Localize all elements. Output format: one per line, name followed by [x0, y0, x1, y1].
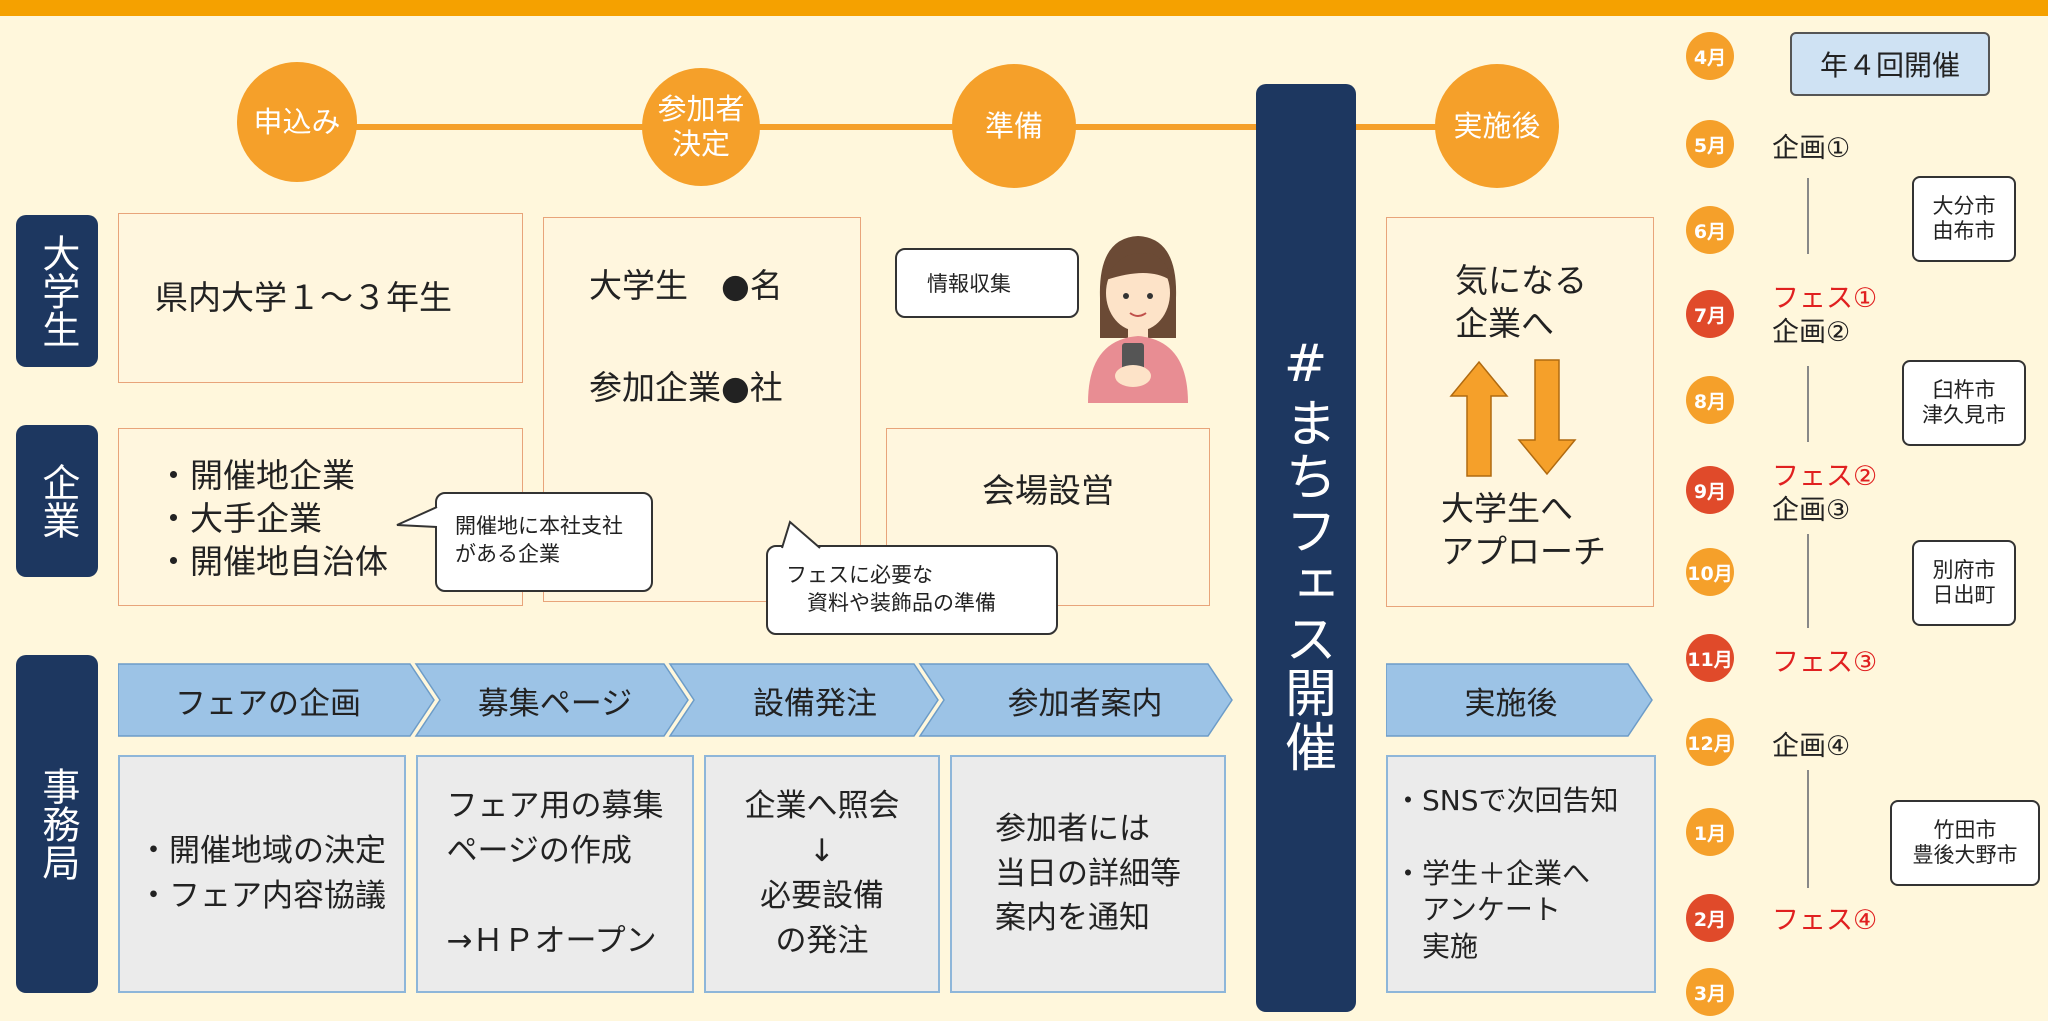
month-may: 5月 — [1686, 120, 1734, 168]
schedule-sep-plan: 企画③ — [1772, 495, 1851, 526]
phase-connector-line — [290, 124, 1520, 130]
month-jul: 7月 — [1686, 290, 1734, 338]
bubble-tail — [396, 506, 438, 528]
month-oct: 10月 — [1686, 548, 1734, 596]
schedule-arrow-4 — [1807, 770, 1809, 888]
schedule-arrow-2 — [1807, 366, 1809, 442]
city-bubble-3: 別府市 日出町 — [1912, 540, 2016, 626]
companies-hq-bubble: 開催地に本社支社 がある企業 — [435, 492, 653, 592]
month-jun: 6月 — [1686, 206, 1734, 254]
after-top-text: 気になる 企業へ — [1455, 261, 1587, 343]
after-bottom-text: 大学生へ アプローチ — [1441, 489, 1606, 571]
bubble-tail — [781, 520, 821, 549]
phase-apply-circle: 申込み — [237, 62, 357, 182]
office-process-arrows — [118, 663, 1233, 737]
student-with-phone-icon — [1088, 236, 1188, 403]
schedule-badge: 年４回開催 — [1790, 32, 1990, 96]
companies-apply-text: ・開催地企業 ・大手企業 ・開催地自治体 — [157, 456, 388, 581]
after-office-text: ・SNSで次回告知 ・学生＋企業へ アンケート 実施 — [1394, 784, 1619, 963]
city-bubble-2: 臼杵市 津久見市 — [1902, 360, 2026, 446]
month-jan: 1月 — [1686, 808, 1734, 856]
month-aug: 8月 — [1686, 376, 1734, 424]
month-nov: 11月 — [1686, 634, 1734, 682]
after-approach-box: 気になる 企業へ 大学生へ アプローチ — [1386, 217, 1654, 607]
phase-after-circle: 実施後 — [1435, 64, 1559, 188]
decide-text: 大学生 ●名 参加企業●社 — [589, 266, 783, 408]
process-step-recruit-page: 募集ページ — [477, 686, 633, 722]
up-down-arrows-icon — [1449, 359, 1577, 477]
after-process-arrow — [1386, 663, 1653, 737]
city-bubble-4: 竹田市 豊後大野市 — [1890, 800, 2040, 886]
month-apr: 4月 — [1686, 32, 1734, 80]
office-box-recruit-page-text: フェア用の募集 ページの作成 →ＨＰオープン — [446, 788, 664, 959]
month-feb: 2月 — [1686, 894, 1734, 942]
row-label-office: 事務局 — [16, 655, 98, 993]
schedule-feb-festival: フェス④ — [1772, 905, 1878, 936]
schedule-dec-plan: 企画④ — [1772, 731, 1851, 762]
festival-pillar-text: #まちフェス開催 — [1275, 334, 1336, 774]
top-accent-bar — [0, 0, 2048, 16]
schedule-sep-festival: フェス② — [1772, 461, 1878, 492]
schedule-arrow-1 — [1807, 178, 1809, 254]
schedule-arrow-3 — [1807, 534, 1809, 628]
companies-prepare-bubble: フェスに必要な 資料や装飾品の準備 — [766, 545, 1058, 635]
office-box-equipment: 企業へ照会 ↓ 必要設備 の発注 — [704, 755, 940, 993]
office-box-planning: ・開催地域の決定 ・フェア内容協議 — [118, 755, 406, 993]
process-step-equipment: 設備発注 — [753, 686, 877, 722]
festival-pillar: #まちフェス開催 — [1256, 84, 1356, 1012]
process-step-planning: フェアの企画 — [175, 686, 361, 722]
after-office-box: ・SNSで次回告知 ・学生＋企業へ アンケート 実施 — [1386, 755, 1656, 993]
month-mar: 3月 — [1686, 968, 1734, 1016]
row-label-companies: 企業 — [16, 425, 98, 577]
students-apply-text: 県内大学１～３年生 — [155, 278, 452, 318]
office-box-guidance: 参加者には 当日の詳細等 案内を通知 — [950, 755, 1226, 993]
phase-prepare-circle: 準備 — [952, 64, 1076, 188]
after-process-label: 実施後 — [1464, 686, 1558, 722]
schedule-jul-plan: 企画② — [1772, 317, 1851, 348]
month-sep: 9月 — [1686, 466, 1734, 514]
info-collect-bubble: 情報収集 — [895, 248, 1079, 318]
schedule-may-plan: 企画① — [1772, 133, 1851, 164]
phase-decide-circle: 参加者 決定 — [642, 68, 760, 186]
schedule-nov-festival: フェス③ — [1772, 647, 1878, 678]
office-box-guidance-text: 参加者には 当日の詳細等 案内を通知 — [995, 810, 1181, 937]
office-box-recruit-page: フェア用の募集 ページの作成 →ＨＰオープン — [416, 755, 694, 993]
office-box-planning-text: ・開催地域の決定 ・フェア内容協議 — [138, 833, 386, 914]
row-label-students: 大学生 — [16, 215, 98, 367]
office-box-equipment-text: 企業へ照会 ↓ 必要設備 の発注 — [744, 788, 900, 959]
city-bubble-1: 大分市 由布市 — [1912, 176, 2016, 262]
companies-prepare-text: 会場設営 — [982, 471, 1114, 510]
month-dec: 12月 — [1686, 718, 1734, 766]
students-apply-box: 県内大学１～３年生 — [118, 213, 523, 383]
schedule-jul-festival: フェス① — [1772, 283, 1878, 314]
process-step-guidance: 参加者案内 — [1007, 686, 1163, 722]
